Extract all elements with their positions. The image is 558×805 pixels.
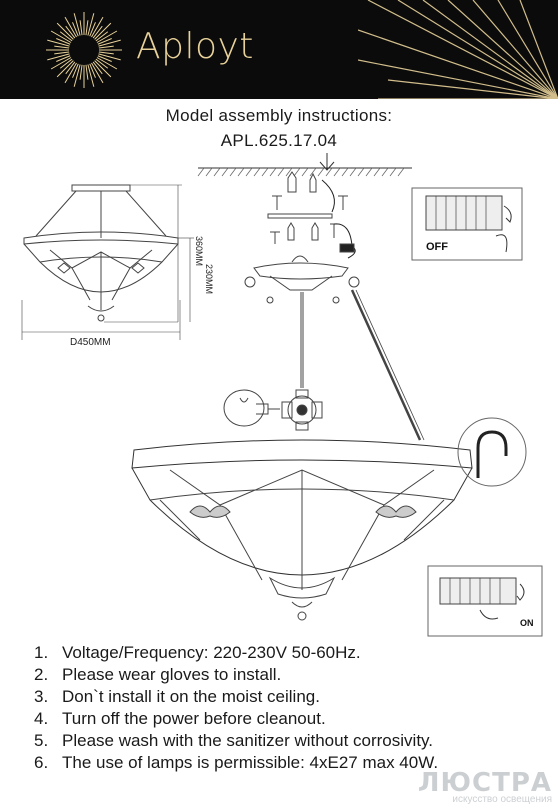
decorative-rays: [358, 0, 558, 99]
ceiling-hatch: [197, 167, 412, 177]
watermark-brand: ЛЮСТРА: [417, 768, 552, 798]
hook-detail: [457, 417, 527, 487]
glass-shade: [131, 439, 473, 621]
on-label: ON: [520, 618, 534, 628]
mount-arrow-icon: [319, 153, 335, 171]
brand-name: Aployt: [136, 26, 254, 67]
list-item: 1.Voltage/Frequency: 220-230V 50-60Hz.: [34, 643, 361, 662]
assembly-drawing: 360MM 230MM D450MM: [21, 153, 543, 637]
instructions-title: Model assembly instructions:: [165, 106, 393, 125]
off-switch-box: OFF: [411, 187, 523, 261]
model-number: APL.625.17.04: [220, 131, 338, 150]
off-label: OFF: [426, 241, 448, 253]
bulb-detail: [223, 389, 323, 431]
list-item: 6.The use of lamps is permissible: 4xE27…: [34, 753, 439, 772]
watermark: ЛЮСТРА искусство освещения: [418, 768, 552, 805]
diameter-label: D450MM: [70, 337, 111, 348]
dimension-sketch: 360MM 230MM D450MM: [21, 184, 214, 348]
canopy: [244, 255, 360, 304]
height-shade-label: 230MM: [204, 264, 214, 294]
height-total-label: 360MM: [194, 236, 204, 266]
list-item: 5.Please wash with the sanitizer without…: [34, 731, 434, 750]
instructions-list: 1.Voltage/Frequency: 220-230V 50-60Hz. 2…: [34, 642, 438, 774]
list-item: 2.Please wear gloves to install.: [34, 665, 282, 684]
list-item: 4.Turn off the power before cleanout.: [34, 709, 326, 728]
mounting-hardware: [267, 171, 356, 259]
on-switch-box: ON: [427, 565, 543, 637]
sunburst-logo-icon: [46, 12, 122, 88]
brand-header: Aployt: [0, 0, 558, 99]
list-item: 3.Don`t install it on the moist ceiling.: [34, 687, 320, 706]
